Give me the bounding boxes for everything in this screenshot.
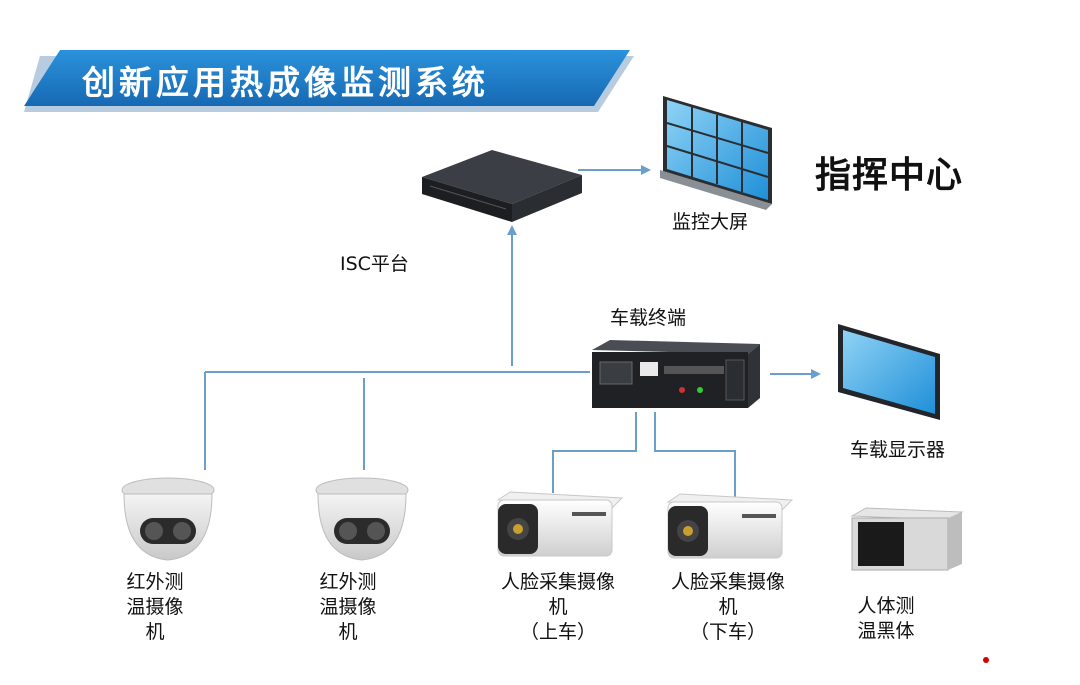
face-camera-board [496, 491, 624, 557]
label-line: （下车） [689, 621, 766, 643]
face-camera-board-label: 人脸采集摄像 机 （上车） [488, 570, 628, 645]
label-line: （上车） [519, 621, 596, 643]
connector-lines [204, 165, 821, 497]
label-line: 人体测 [857, 595, 915, 617]
label-line: 机 [338, 621, 358, 643]
command-center-label: 指挥中心 [815, 155, 964, 196]
blackbody-device [850, 507, 964, 571]
label-line: 温黑体 [857, 620, 915, 642]
video-wall-label: 监控大屏 [672, 211, 749, 233]
label-line: 人脸采集摄像 [670, 571, 785, 593]
label-line: 红外测 [319, 571, 377, 593]
diagram-title: 创新应用热成像监测系统 [82, 63, 489, 102]
isc-server [422, 150, 582, 222]
label-line: 红外测 [126, 571, 184, 593]
title-banner [24, 50, 634, 112]
face-camera-alight [666, 493, 794, 559]
vehicle-terminal-label: 车载终端 [610, 307, 687, 329]
label-line: 机 [718, 596, 738, 618]
face-camera-board-link [552, 412, 637, 493]
ir-camera-1 [121, 477, 215, 561]
label-line: 机 [145, 621, 165, 643]
face-camera-alight-link [654, 412, 736, 497]
ir-camera-2-label: 红外测 温摄像 机 [308, 570, 388, 645]
blackbody-label: 人体测 温黑体 [846, 594, 926, 644]
ir-camera-1-label: 红外测 温摄像 机 [115, 570, 195, 645]
label-line: 人脸采集摄像 [500, 571, 615, 593]
label-line: 温摄像 [126, 596, 184, 618]
label-line: 机 [548, 596, 568, 618]
label-line: 温摄像 [319, 596, 377, 618]
vehicle-display-label: 车载显示器 [850, 439, 946, 461]
vehicle-display [838, 324, 940, 420]
face-camera-alight-label: 人脸采集摄像 机 （下车） [658, 570, 798, 645]
isc-platform-label: ISC平台 [340, 253, 409, 275]
vehicle-terminal [592, 340, 760, 408]
ir-camera-2 [315, 477, 409, 561]
video-wall [660, 96, 772, 210]
accent-dot [983, 657, 989, 663]
